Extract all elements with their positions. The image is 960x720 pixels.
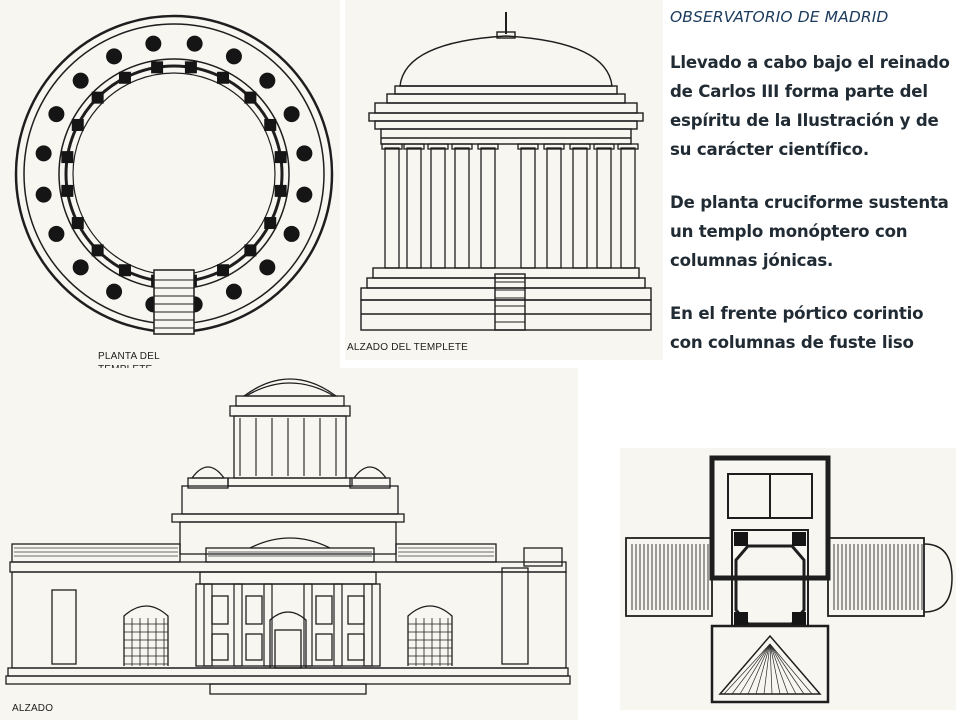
building-plan-drawing — [620, 448, 956, 710]
plan-outer-column — [283, 106, 300, 123]
plan-outer-column — [106, 48, 123, 65]
templete-column — [406, 147, 422, 269]
plan-outer-column — [296, 145, 313, 162]
slide-text-block: OBSERVATORIO DE MADRID Llevado a cabo ba… — [670, 8, 955, 381]
facade-elevation-svg — [5, 378, 571, 695]
portico-hatch-line — [769, 643, 773, 695]
templete-plan-svg — [14, 14, 334, 335]
plan-inner-column — [118, 264, 131, 277]
templete-column — [454, 147, 470, 269]
facade-column — [263, 583, 273, 667]
plan-outer-column — [35, 145, 52, 162]
slide-title: OBSERVATORIO DE MADRID — [670, 8, 889, 26]
templete-column-capital — [569, 143, 591, 150]
templete-column-capital — [381, 143, 403, 150]
templete-column — [384, 147, 400, 269]
paragraph-history: Llevado a cabo bajo el reinado de Carlos… — [670, 53, 950, 159]
plan-outer-column — [48, 106, 65, 123]
building-plan-svg — [625, 455, 953, 704]
portico-hatch-line — [755, 643, 771, 695]
facade-column — [233, 583, 243, 667]
plan-outer-column — [283, 225, 300, 242]
portico-hatch-line — [769, 643, 781, 695]
plan-outer-column — [259, 259, 276, 276]
portico-hatch-line — [747, 643, 771, 695]
templete-column-capital — [543, 143, 565, 150]
plan-inner-column — [217, 264, 230, 277]
plan-inner-column — [61, 184, 74, 197]
paragraph-plan: De planta cruciforme sustenta un templo … — [670, 193, 949, 270]
templete-column — [572, 147, 588, 269]
templete-column-capital — [451, 143, 473, 150]
facade-column — [203, 583, 213, 667]
portico-hatch-line — [769, 643, 805, 695]
portico-hatch-line — [731, 643, 771, 695]
templete-column-capital — [517, 143, 539, 150]
plan-inner-column — [244, 91, 257, 104]
plan-inner-column — [184, 61, 197, 74]
templete-elevation-drawing: ALZADO DEL TEMPLETE — [345, 0, 663, 360]
portico-hatch-line — [723, 643, 771, 695]
templete-column — [546, 147, 562, 269]
portico-hatch-line — [769, 643, 813, 695]
plan-outer-column — [106, 283, 123, 300]
facade-column — [303, 583, 313, 667]
facade-elevation-drawing: ALZADO — [0, 368, 578, 720]
portico-hatch-line — [769, 643, 797, 695]
facade-column — [333, 583, 343, 667]
plan-outer-column — [145, 35, 162, 52]
facade-column — [363, 583, 373, 667]
plan-inner-column — [91, 91, 104, 104]
templete-column — [520, 147, 536, 269]
plan-inner-column — [264, 118, 277, 131]
plan-outer-column — [186, 35, 203, 52]
plan-outer-column — [72, 72, 89, 89]
templete-column — [480, 147, 496, 269]
plan-inner-column — [217, 71, 230, 84]
plan-outer-column — [225, 48, 242, 65]
paragraph-portico: En el frente pórtico corintio con column… — [670, 304, 924, 352]
templete-column-capital — [617, 143, 639, 150]
templete-plan-drawing: PLANTA DEL TEMPLETE — [0, 0, 340, 380]
templete-column-capital — [403, 143, 425, 150]
elevation-caption: ALZADO DEL TEMPLETE — [347, 342, 469, 353]
plan-inner-column — [151, 61, 164, 74]
plan-outer-column — [296, 186, 313, 203]
plan-caption-line1: PLANTA DEL — [98, 351, 160, 362]
plan-inner-column — [264, 217, 277, 230]
plan-outer-column — [259, 72, 276, 89]
plan-outer-column — [48, 225, 65, 242]
plan-outer-column — [35, 186, 52, 203]
portico-hatch-line — [769, 643, 789, 695]
portico-hatch-line — [739, 643, 771, 695]
portico-hatch-line — [763, 643, 771, 695]
plan-inner-column — [71, 118, 84, 131]
templete-column — [430, 147, 446, 269]
templete-column — [620, 147, 636, 269]
plan-outer-column — [225, 283, 242, 300]
facade-caption: ALZADO — [12, 703, 54, 714]
plan-inner-column — [61, 151, 74, 164]
plan-outer-column — [72, 259, 89, 276]
plan-inner-column — [91, 244, 104, 257]
plan-inner-column — [274, 151, 287, 164]
templete-elevation-svg — [360, 12, 652, 331]
templete-column — [596, 147, 612, 269]
plan-inner-column — [274, 184, 287, 197]
plan-inner-column — [118, 71, 131, 84]
templete-column-capital — [477, 143, 499, 150]
plan-inner-column — [244, 244, 257, 257]
templete-column-capital — [593, 143, 615, 150]
plan-inner-column — [71, 217, 84, 230]
templete-column-capital — [427, 143, 449, 150]
